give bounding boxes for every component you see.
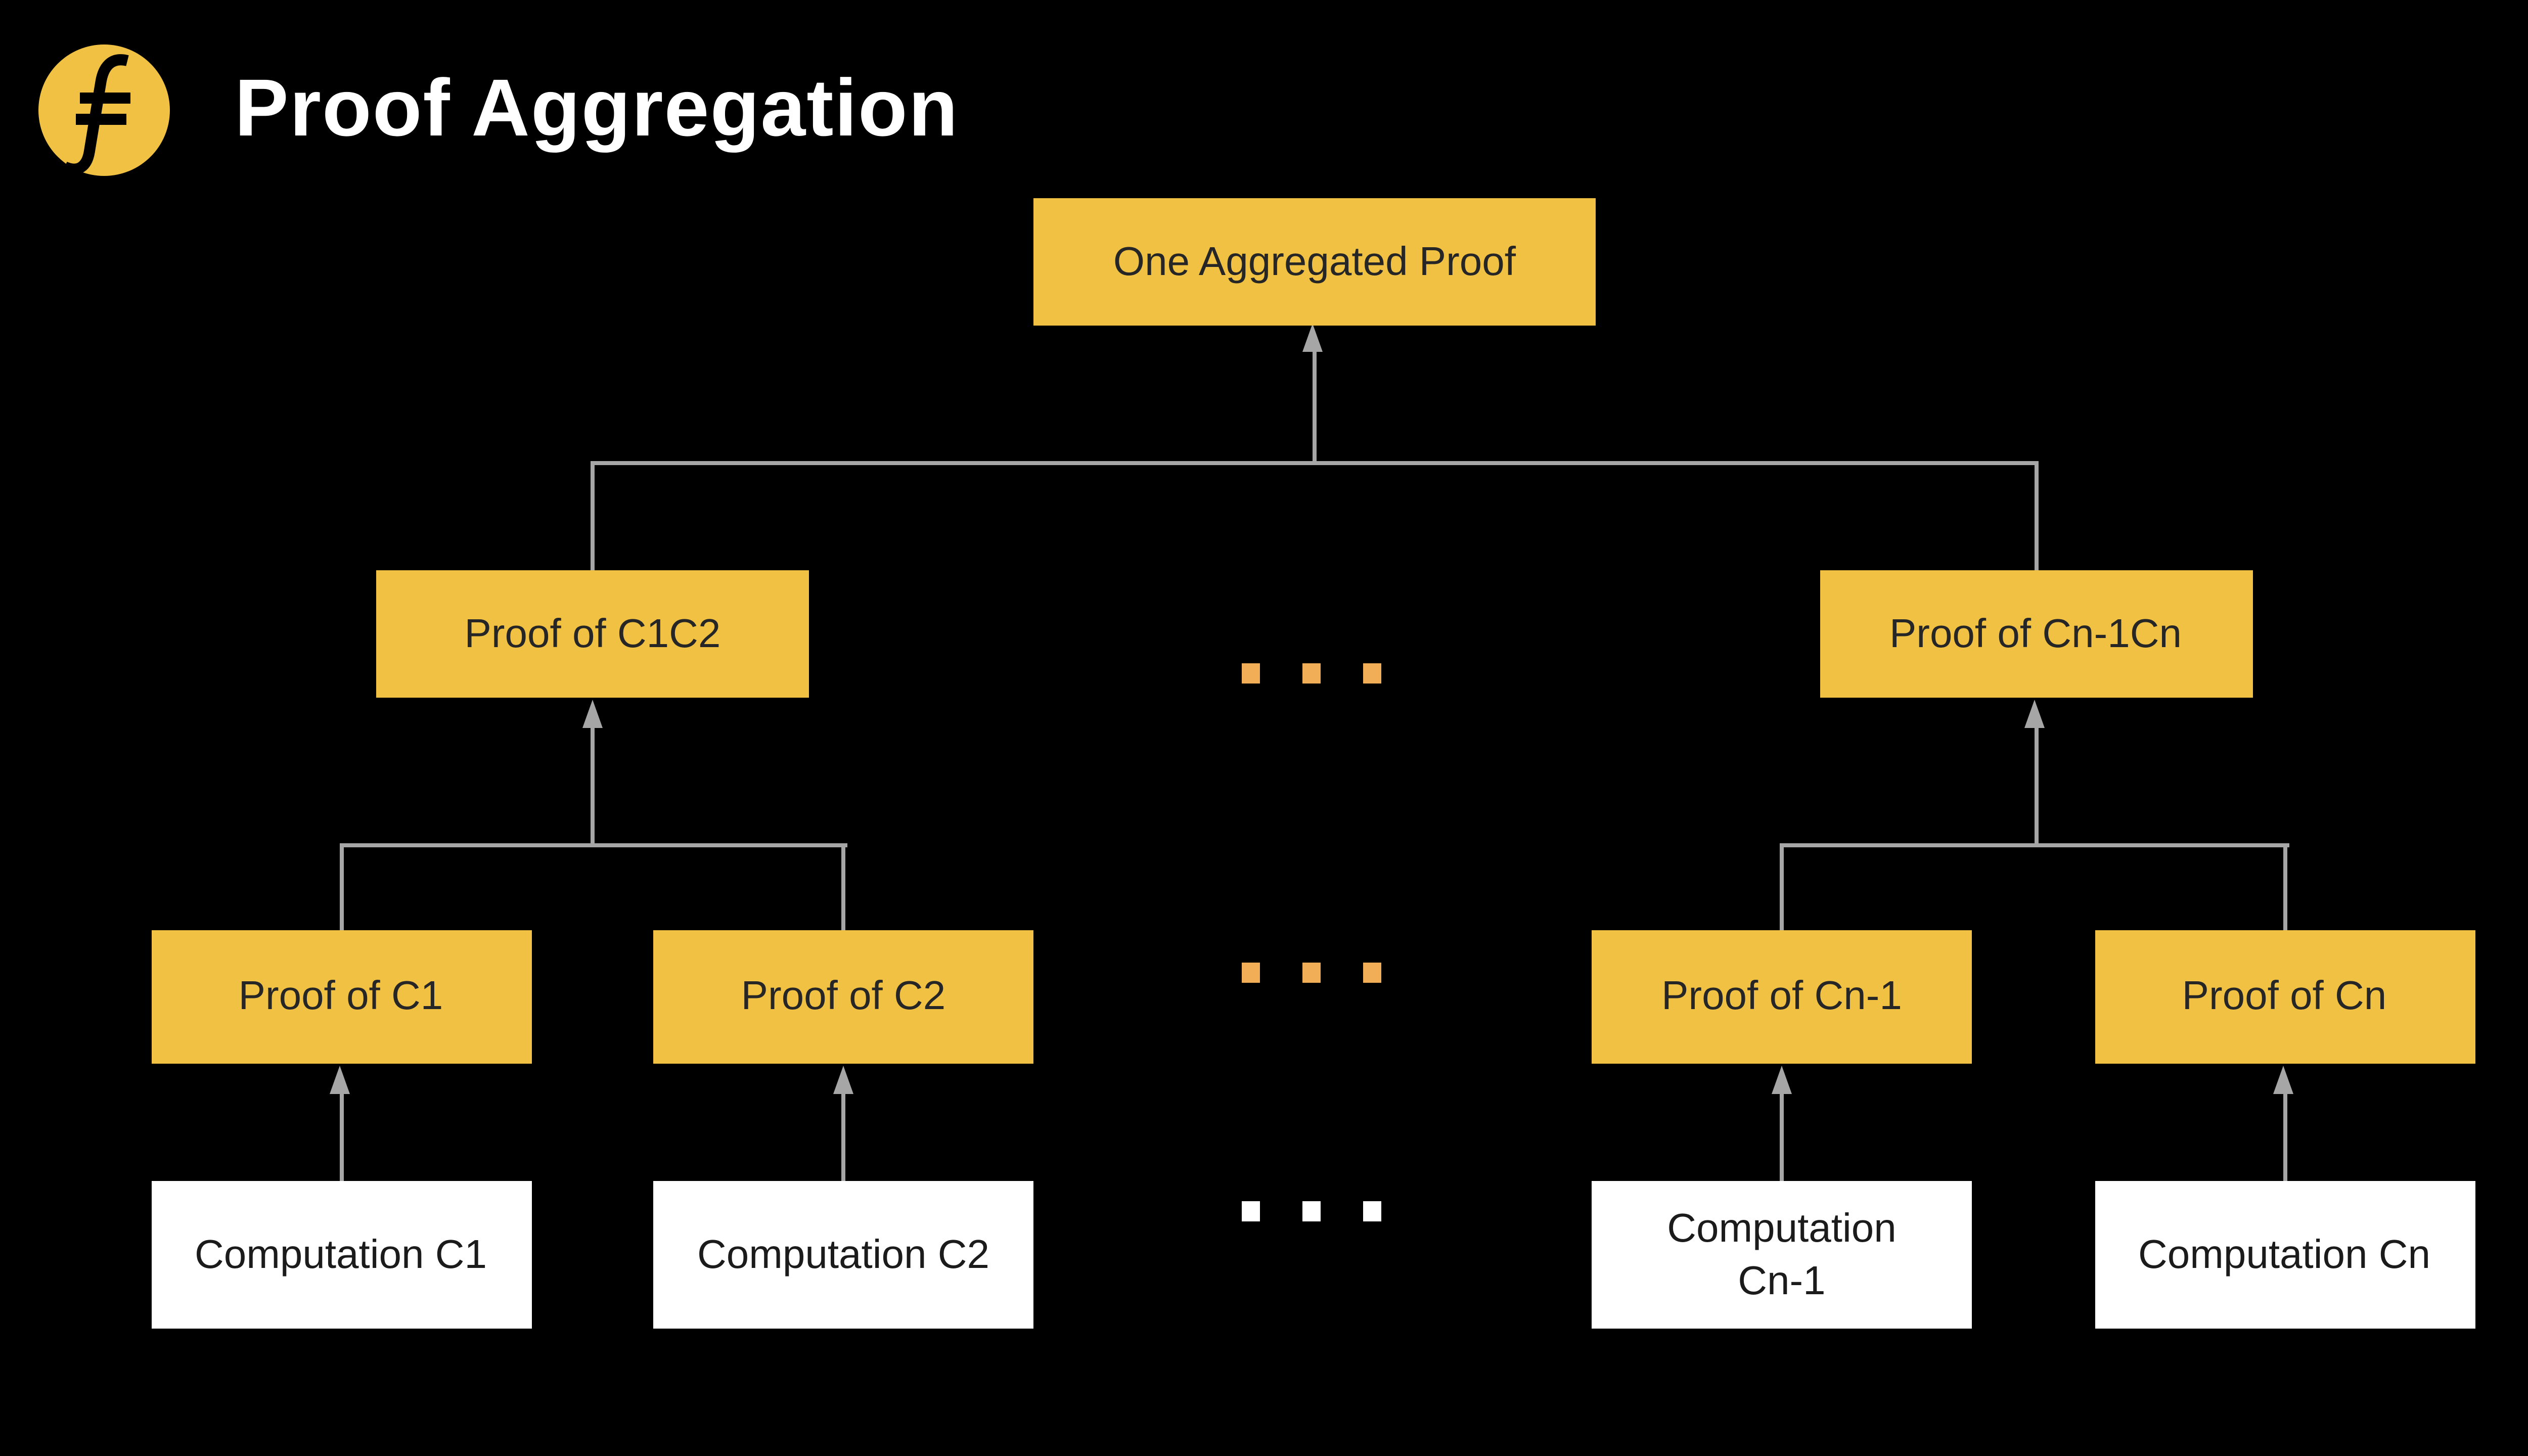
node-proof-of-c2: Proof of C2 [653, 930, 1033, 1064]
node-label: Proof of C2 [741, 975, 946, 1019]
node-proof-of-c1c2: Proof of C1C2 [376, 570, 809, 698]
arrow-to-c1c2-stem [591, 728, 595, 847]
ellipsis-dot [1302, 1201, 1321, 1221]
arrow-comp-cn-head [2273, 1066, 2293, 1094]
node-computation-cn: Computation Cn [2094, 1181, 2474, 1329]
ellipsis-dot [1363, 1201, 1381, 1221]
node-label: Proof of C1 [238, 975, 443, 1019]
connector-left-drop-c1 [339, 843, 343, 930]
node-computation-c2: Computation C2 [653, 1181, 1033, 1329]
ellipsis-dot [1242, 1201, 1260, 1221]
ellipsis-row-bottom [1242, 1201, 1381, 1221]
filecoin-f-glyph [62, 54, 130, 175]
node-label: Proof of Cn [2182, 975, 2387, 1019]
arrow-comp-cn-stem [2282, 1092, 2286, 1181]
ellipsis-dot [1302, 963, 1321, 983]
node-proof-of-cn-1: Proof of Cn-1 [1592, 930, 1972, 1064]
ellipsis-dot [1302, 663, 1321, 684]
node-computation-cn-1: Computation Cn-1 [1592, 1181, 1972, 1329]
connector-right-drop-cn [2282, 843, 2286, 930]
node-proof-of-c1: Proof of C1 [151, 930, 531, 1064]
node-label: Computation C2 [697, 1233, 990, 1277]
arrow-to-c1c2-head [581, 700, 602, 728]
ellipsis-dot [1363, 963, 1381, 983]
node-label: Computation C1 [194, 1233, 487, 1277]
node-label: One Aggregated Proof [1113, 240, 1516, 284]
arrow-comp-c2-head [832, 1066, 852, 1094]
connector-root-drop-left [591, 461, 595, 570]
node-label: Computation Cn-1 [1667, 1206, 1897, 1303]
connector-left-drop-c2 [841, 843, 845, 930]
arrow-comp-c1-stem [339, 1092, 343, 1181]
arrow-to-root-head [1302, 324, 1323, 352]
arrow-to-cn-1cn-stem [2034, 728, 2038, 847]
filecoin-logo-icon [38, 44, 170, 176]
node-proof-of-cn: Proof of Cn [2094, 930, 2474, 1064]
ellipsis-dot [1363, 663, 1381, 684]
arrow-comp-cn-1-stem [1780, 1092, 1784, 1181]
ellipsis-row-middle [1242, 963, 1381, 983]
arrow-comp-c2-stem [841, 1092, 845, 1181]
ellipsis-dot [1242, 663, 1260, 684]
node-label: Proof of Cn-1Cn [1889, 612, 2182, 656]
slide-title: Proof Aggregation [235, 65, 959, 154]
node-label: Computation Cn [2138, 1233, 2431, 1277]
ellipsis-dot [1242, 963, 1260, 983]
connector-root-drop-right [2034, 461, 2038, 570]
node-one-aggregated-proof: One Aggregated Proof [1033, 198, 1596, 326]
node-proof-of-cn-1cn: Proof of Cn-1Cn [1819, 570, 2252, 698]
arrow-to-root-stem [1313, 352, 1317, 465]
node-label: Proof of Cn-1 [1661, 975, 1902, 1019]
arrow-comp-c1-head [330, 1066, 350, 1094]
connector-right-drop-cn-1 [1780, 843, 1784, 930]
arrow-comp-cn-1-head [1771, 1066, 1791, 1094]
node-computation-c1: Computation C1 [151, 1181, 531, 1329]
node-label: Proof of C1C2 [464, 612, 721, 656]
ellipsis-row-top [1242, 663, 1381, 684]
arrow-to-cn-1cn-head [2024, 700, 2045, 728]
